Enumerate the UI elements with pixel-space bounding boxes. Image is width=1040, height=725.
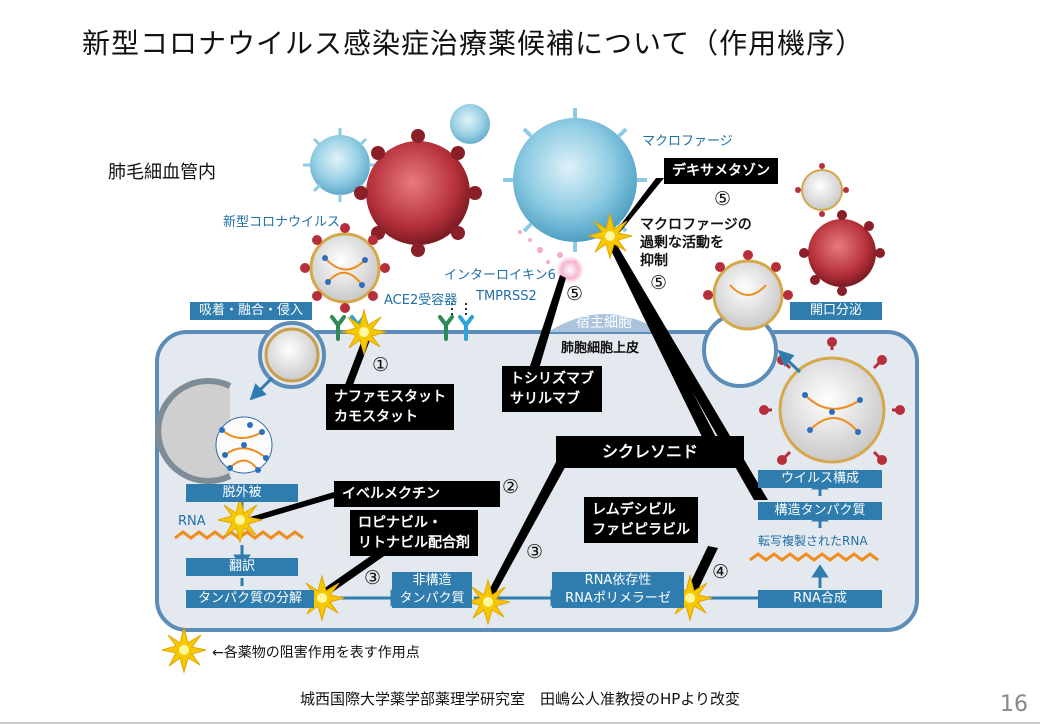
legend-text: ←各薬物の阻害作用を表す作用点 <box>212 645 420 661</box>
virus-icon <box>264 327 320 383</box>
drug-ivermectin: イベルメクチン <box>334 481 500 507</box>
virus-icon <box>450 104 490 144</box>
host-cell-label: 宿主細胞 <box>576 315 632 331</box>
step-nonstructural: 非構造タンパク質 <box>392 572 472 608</box>
pointer-tocilizumab <box>528 275 566 372</box>
macrophage-icon <box>503 108 647 264</box>
pointer-ciclesonide-2 <box>606 240 768 500</box>
macrophage-label: マクロファージ <box>642 134 733 149</box>
virus-icon <box>300 223 390 313</box>
host-cell-dome <box>548 314 662 332</box>
macrophage-note: マクロファージの 過剰な活動を 抑制 <box>640 217 752 269</box>
bottom-rule <box>0 722 1040 724</box>
number-5b: ⑤ <box>566 283 584 305</box>
endosome <box>155 378 232 484</box>
step-virus-assembly: ウイルス構成 <box>758 470 882 488</box>
pointer-dexamethasone <box>612 178 664 236</box>
number-4: ④ <box>712 561 730 583</box>
drug-lopinavir: ロピナビル・リトナビル配合剤 <box>350 510 478 556</box>
rna-strand <box>749 552 879 562</box>
step-uncoat: 脱外被 <box>186 484 298 502</box>
step-rna-synthesis: RNA合成 <box>758 590 882 608</box>
virus-icon <box>795 163 849 217</box>
number-5c: ⑤ <box>650 272 668 294</box>
drug-remdesivir: レムデシビルファビピラビル <box>584 497 698 543</box>
virus-icon <box>799 210 885 296</box>
pointer-ciclesonide <box>606 240 720 445</box>
drug-dexamethasone: デキサメタゾン <box>664 158 778 184</box>
pointer-ivermectin <box>240 492 334 524</box>
pointer-nafamostat <box>340 340 370 398</box>
footer-credit: 城西国際大学薬学部薬理学研究室 田嶋公人准教授のHPより改変 <box>299 690 741 708</box>
virus-icon <box>703 250 793 331</box>
number-1: ① <box>372 354 390 376</box>
page-number: 16 <box>1000 692 1028 717</box>
step-translate: 翻訳 <box>186 558 298 576</box>
step-attach: 吸着・融合・侵入 <box>190 302 312 320</box>
step-protein-break: タンパク質の分解 <box>186 590 314 608</box>
interleukin-label: インターロイキン6 <box>444 268 556 283</box>
number-3a: ③ <box>526 541 544 563</box>
rna-label: RNA <box>178 514 206 529</box>
transcribed-rna-label: 転写複製されたRNA <box>758 534 868 548</box>
drug-tocilizumab: トシリズマブサリルマブ <box>502 366 602 412</box>
lung-epithelium-label: 肺胞細胞上皮 <box>561 341 640 356</box>
virus-icon <box>759 337 905 483</box>
tmprss2-label: TMPRSS2 <box>476 289 537 304</box>
capillary-label: 肺毛細血管内 <box>108 162 216 183</box>
burst-star-icon <box>161 627 207 673</box>
step-exocytosis: 開口分泌 <box>790 302 882 320</box>
virus-icon <box>354 129 482 257</box>
number-3b: ③ <box>364 567 382 589</box>
number-5a: ⑤ <box>714 188 732 210</box>
virus-label: 新型コロナウイルス <box>223 215 341 230</box>
step-structural-protein: 構造タンパク質 <box>758 502 882 520</box>
ace2-label: ACE2受容器 <box>384 293 458 308</box>
drug-nafamostat: ナファモスタットカモスタット <box>326 384 454 430</box>
pointer-ciclesonide-3 <box>486 462 568 596</box>
drug-ciclesonide: シクレソニド <box>556 436 744 468</box>
number-2: ② <box>502 476 520 498</box>
page-title: 新型コロナウイルス感染症治療薬候補について（作用機序） <box>82 27 865 60</box>
